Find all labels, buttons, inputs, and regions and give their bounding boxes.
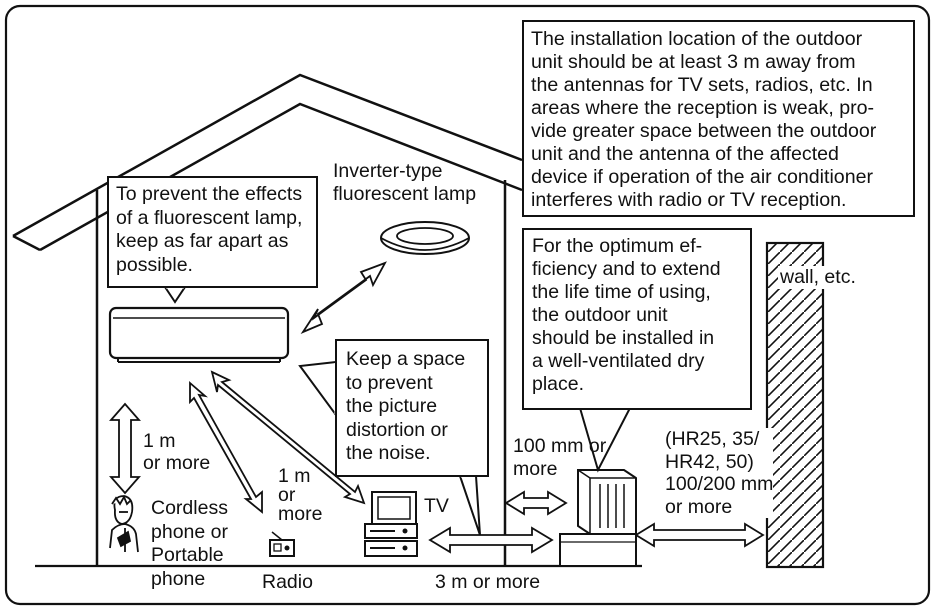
indoor-unit [108,306,290,363]
fluorescent-note-box: To prevent the effects of a fluorescent … [107,176,318,288]
tv-icon [364,491,418,557]
hundred-mm-label: 100 mm or more [513,435,607,480]
hatched-wall [765,241,825,569]
installation-note-text: The installation location of the outdoor… [531,28,877,211]
lamp-label: Inverter-type fluorescent lamp [333,160,477,205]
arrow-lamp-indoor [300,261,387,334]
pointer-space [298,360,337,419]
fluorescent-lamp-icon [380,221,470,255]
arrow-100mm [504,490,568,516]
tv-label: TV [424,495,449,517]
pointer-space-down [458,475,481,536]
model-clearance-label: (HR25, 35/ HR42, 50) 100/200 mm or more [665,428,774,518]
person-on-phone-icon [109,494,139,553]
space-note-text: Keep a space to prevent the picture dist… [346,348,466,464]
pointer-fluorescent [163,286,187,304]
arrow-vertical-1m [109,402,141,495]
one-m-vertical-label: 1 m or more [143,430,211,474]
optimum-note-box: For the optimum ef- ficiency and to exte… [522,228,752,410]
installation-note-box: The installation location of the outdoor… [522,20,915,217]
arrow-indoor-tv [210,370,366,505]
radio-label: Radio [262,571,313,593]
fluorescent-note-text: To prevent the effects of a fluorescent … [116,183,303,276]
outdoor-unit [559,469,637,567]
radio-icon [269,531,295,557]
cordless-phone-label: Cordless phone or Portable phone [151,497,228,590]
one-m-diagonal-label: 1 m or more [278,465,323,525]
space-note-box: Keep a space to prevent the picture dist… [335,339,489,477]
optimum-note-text: For the optimum ef- ficiency and to exte… [532,235,721,395]
arrow-indoor-radio [189,381,263,514]
three-m-label: 3 m or more [435,571,541,593]
wall-label: wall, etc. [778,266,858,289]
outer-frame [4,4,931,606]
arrow-3m [428,526,554,554]
arrow-model-clearance [634,522,765,548]
